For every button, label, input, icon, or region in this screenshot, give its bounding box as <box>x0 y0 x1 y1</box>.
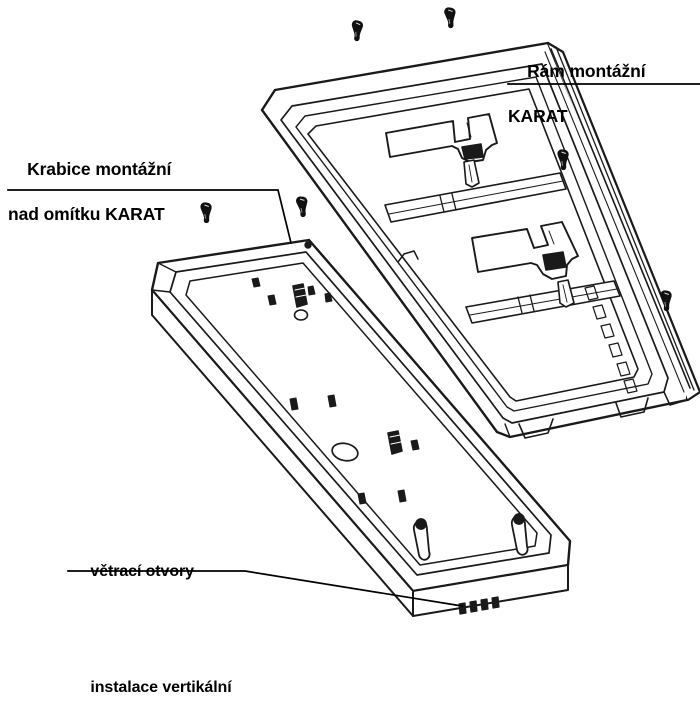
leader-vents <box>67 570 463 607</box>
screw-icon <box>441 6 457 29</box>
assembly-drawing <box>7 6 700 617</box>
label-installation-orientation-line1: instalace vertikální <box>90 679 232 697</box>
label-mounting-box: Krabice montážní nad omítku KARAT <box>8 136 171 270</box>
leader-lines <box>7 83 700 607</box>
screw-icon <box>196 201 214 224</box>
label-mounting-frame: Rám montážní KARAT <box>508 38 646 172</box>
screw-icon <box>347 19 365 42</box>
label-vent-holes: větrací otvory <box>73 542 194 603</box>
label-vent-holes-line1: větrací otvory <box>90 563 194 581</box>
label-mounting-frame-line2: KARAT <box>508 106 568 127</box>
leader-box <box>7 189 293 245</box>
screw-icon <box>293 195 309 218</box>
label-mounting-box-line1: Krabice montážní <box>27 159 172 180</box>
vent-slots <box>458 596 500 615</box>
label-installation-orientation: instalace vertikální <box>73 658 232 719</box>
technical-diagram: Rám montážní KARAT Krabice montážní nad … <box>7 6 700 696</box>
label-mounting-frame-line1: Rám montážní <box>527 61 646 82</box>
mounting-frame-part <box>260 41 700 439</box>
mounting-box-part <box>150 238 572 617</box>
label-mounting-box-line2: nad omítku KARAT <box>8 204 165 225</box>
